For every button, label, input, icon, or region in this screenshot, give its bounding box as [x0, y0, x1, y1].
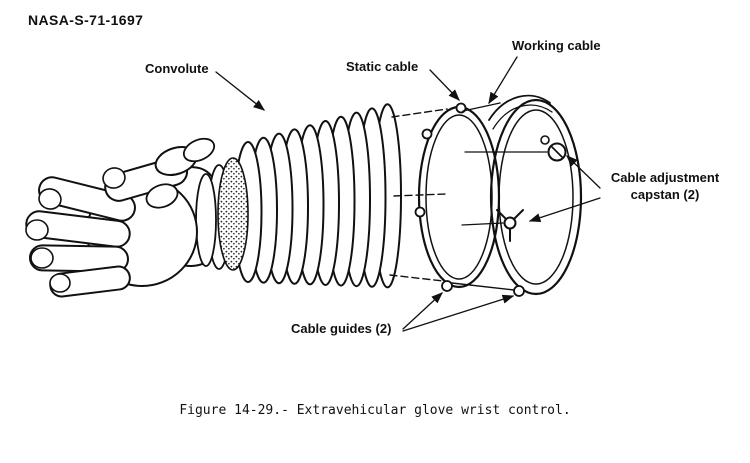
static-cable-leader — [429, 69, 460, 101]
document-id: NASA-S-71-1697 — [28, 12, 144, 28]
capstan-upper — [540, 135, 567, 162]
cable-guides-leader-right — [402, 294, 515, 332]
front-ring-guides — [414, 102, 467, 292]
front-cable-guide — [441, 280, 453, 292]
glove-hand — [25, 137, 216, 298]
rear-cable-guide — [513, 285, 525, 297]
label-cable-adjustment-capstan: Cable adjustment capstan (2) — [610, 170, 720, 202]
working-cable-line — [488, 94, 551, 121]
rear-ring — [451, 94, 583, 296]
capstan-leader-lower — [528, 197, 601, 223]
cable-guides-leader-left — [402, 292, 443, 330]
convolute-bellows — [233, 103, 402, 289]
label-working-cable: Working cable — [512, 38, 601, 53]
wrist-band — [217, 157, 249, 271]
convolute-leader — [215, 71, 266, 111]
figure-caption: Figure 14-29.- Extravehicular glove wris… — [179, 403, 571, 418]
label-convolute: Convolute — [145, 61, 209, 76]
static-cable-line — [492, 104, 553, 130]
label-cable-guides: Cable guides (2) — [291, 321, 392, 336]
leader-lines — [215, 56, 601, 332]
cable-adjustment-capstans — [496, 135, 567, 297]
working-cable-leader — [488, 56, 518, 105]
label-static-cable: Static cable — [346, 59, 419, 74]
capstan-leader-upper — [566, 155, 601, 189]
capstan-lower — [496, 209, 524, 242]
